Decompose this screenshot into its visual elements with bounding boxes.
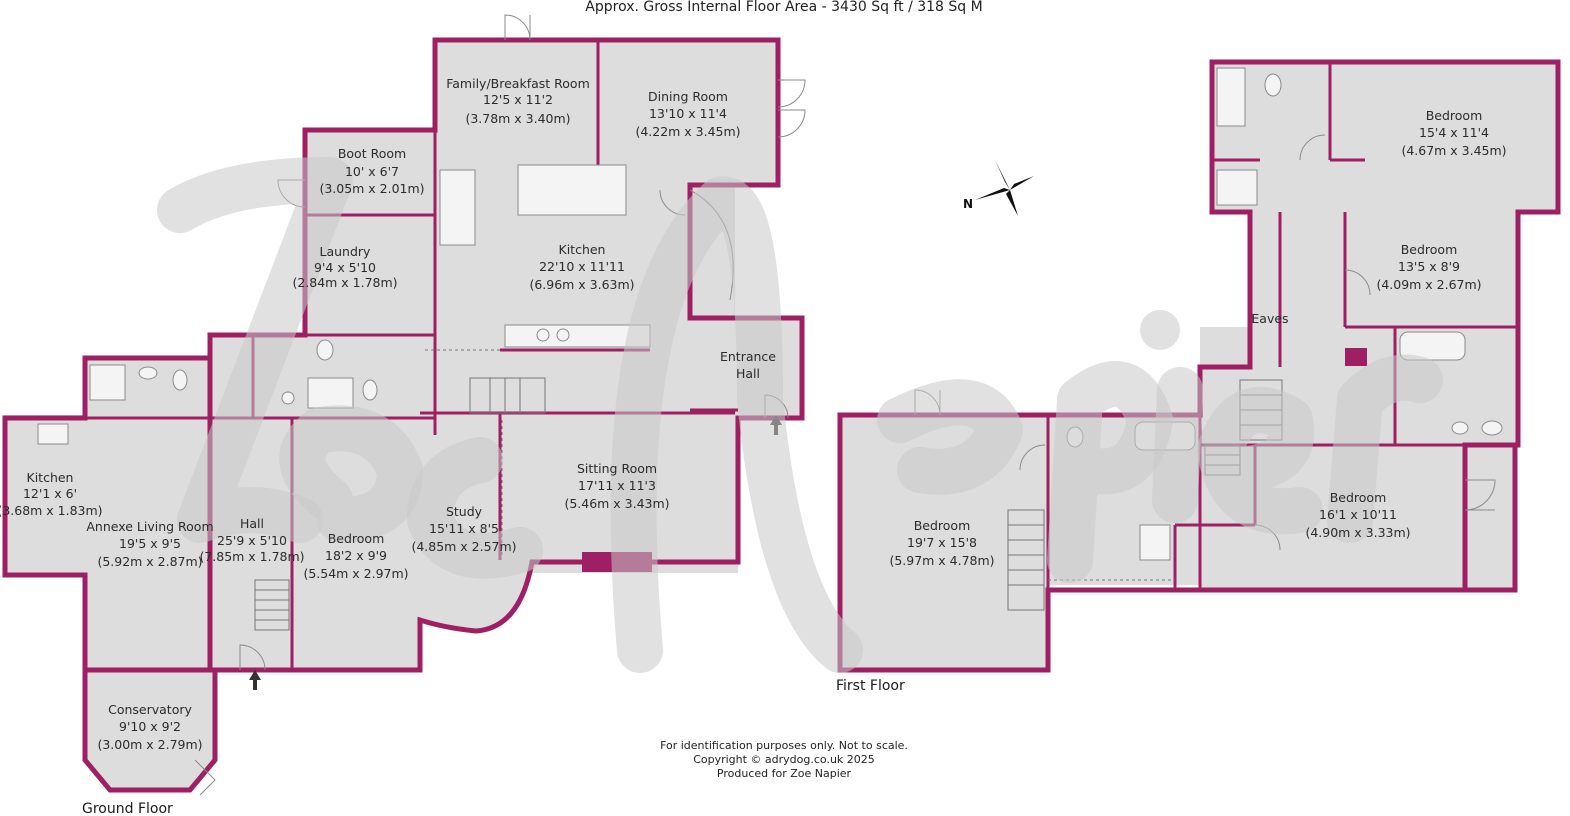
room-dimensions: 15'11 x 8'5 [429,521,499,536]
room-name: Entrance [720,349,776,364]
room-dimensions: 25'9 x 5'10 [217,533,287,548]
copyright-note: For identification purposes only. Not to… [660,739,908,780]
room-dimensions-metric: (3.00m x 2.79m) [97,737,202,752]
first-floor-label: First Floor [836,678,905,694]
room-dimensions-metric: (5.92m x 2.87m) [97,554,202,569]
room-dimensions-metric: (5.54m x 2.97m) [303,566,408,581]
room-name-line2: Hall [736,366,760,381]
room-name: Annexe Living Room [86,519,213,534]
room-name: Bedroom [1426,108,1483,123]
room-dimensions: 9'10 x 9'2 [119,719,181,734]
north-arrow-icon: N [963,160,1034,216]
room-dimensions-metric: (4.22m x 3.45m) [635,124,740,139]
room-dimensions-metric: (3.05m x 2.01m) [319,181,424,196]
room-dimensions-metric: (4.90m x 3.33m) [1305,525,1410,540]
room-name: Conservatory [108,702,192,717]
room-dimensions: 13'5 x 8'9 [1398,259,1460,274]
room-dimensions-metric: (4.85m x 2.57m) [411,539,516,554]
room-dimensions: 9'4 x 5'10 [314,260,376,275]
room-dimensions-metric: (2.84m x 1.78m) [292,275,397,290]
ground-floor-label: Ground Floor [82,801,173,816]
room-dimensions-metric: (3.78m x 3.40m) [465,111,570,126]
room-dimensions: 10' x 6'7 [345,164,399,179]
room-dimensions-metric: (5.46m x 3.43m) [564,496,669,511]
room-dimensions-metric: (3.68m x 1.83m) [0,503,103,518]
room-dimensions: 18'2 x 9'9 [325,548,387,563]
room-dimensions: 19'7 x 15'8 [907,535,977,550]
produced-for-text: Produced for Zoe Napier [717,767,852,780]
room-name: Bedroom [328,531,385,546]
floor-area-title: Approx. Gross Internal Floor Area - 3430… [585,0,982,15]
compass-label: N [963,197,973,211]
room-name: Kitchen [27,470,74,485]
copyright-text: Copyright © adrydog.co.uk 2025 [693,753,875,766]
zoe-napier-watermark [157,157,1443,673]
disclaimer-text: For identification purposes only. Not to… [660,739,908,752]
room-dimensions: 17'11 x 11'3 [578,478,656,493]
room-name: Laundry [320,244,372,259]
room-dimensions-metric: (7.85m x 1.78m) [199,549,304,564]
room-dimensions: 13'10 x 11'4 [649,106,727,121]
room-dimensions: 15'4 x 11'4 [1419,125,1489,140]
room-name: Bedroom [914,518,971,533]
room-dimensions: 22'10 x 11'11 [539,259,625,274]
room-name: Kitchen [559,242,606,257]
room-name: Dining Room [648,89,728,104]
room-dimensions-metric: (5.97m x 4.78m) [889,553,994,568]
room-dimensions-metric: (4.09m x 2.67m) [1376,277,1481,292]
room-name: Eaves [1251,311,1288,326]
room-name: Sitting Room [577,461,657,476]
room-dimensions-metric: (6.96m x 3.63m) [529,277,634,292]
room-name: Hall [240,516,264,531]
room-name: Study [446,504,483,519]
room-name: Bedroom [1330,490,1387,505]
room-dimensions-metric: (4.67m x 3.45m) [1401,143,1506,158]
room-dimensions: 16'1 x 10'11 [1319,507,1397,522]
room-dimensions: 19'5 x 9'5 [119,536,181,551]
room-name: Boot Room [338,146,406,161]
room-labels: Family/Breakfast Room 12'5 x 11'2 (3.78m… [0,76,1507,752]
room-name: Family/Breakfast Room [446,76,590,91]
room-name: Bedroom [1401,242,1458,257]
room-dimensions: 12'1 x 6' [23,486,77,501]
room-dimensions: 12'5 x 11'2 [483,92,553,107]
